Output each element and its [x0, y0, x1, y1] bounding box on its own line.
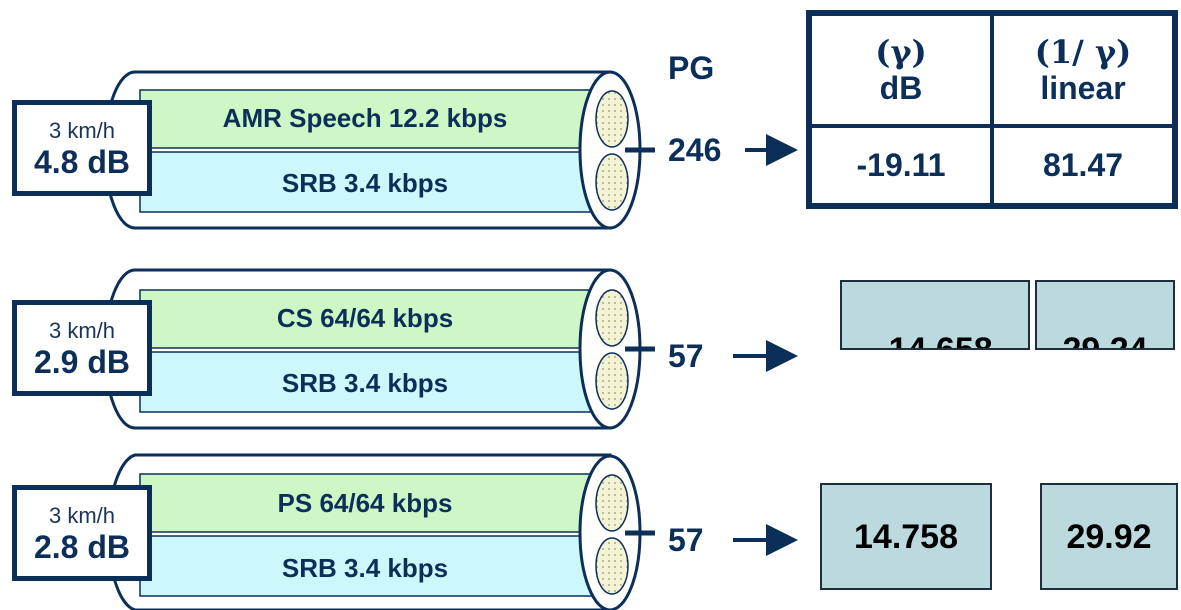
value-text: 14.758 [854, 518, 958, 556]
value-text: 29.92 [1066, 518, 1152, 556]
col-header-linear: (1/ γ) linear [990, 11, 1177, 128]
speed-box-amr: 3 km/h 4.8 dB [12, 100, 152, 196]
pipe-amr [103, 70, 798, 230]
srb-label: SRB 3.4 kbps [281, 168, 449, 198]
pg-value: 57 [668, 522, 704, 558]
ebno-value: 4.8 dB [33, 144, 131, 180]
pg-value: 246 [668, 132, 722, 168]
value-text: 29.24 [1062, 331, 1148, 350]
table-cell-linear: 81.47 [990, 124, 1177, 208]
pg-value: 57 [668, 338, 704, 374]
ebno-value: 2.8 dB [33, 529, 131, 565]
gamma-table: (γ) dB (1/ γ) linear -19.11 81.47 [806, 10, 1178, 209]
srb-label: SRB 3.4 kbps [281, 368, 449, 398]
value-box: 29.92 [1040, 483, 1178, 590]
speed-label: 3 km/h [48, 318, 116, 343]
speed-box-cs: 3 km/h 2.9 dB [12, 300, 152, 396]
speed-box-ps: 3 km/h 2.8 dB [12, 485, 152, 581]
value-box: -14.658 [840, 280, 1030, 350]
table-cell-db: -19.11 [807, 124, 994, 208]
srb-label: SRB 3.4 kbps [281, 553, 449, 583]
speed-label: 3 km/h [48, 503, 116, 528]
col-header-db: (γ) dB [807, 11, 994, 128]
value-box: 14.758 [820, 483, 992, 590]
value-box: 29.24 [1035, 280, 1175, 350]
value-text: -14.658 [877, 331, 993, 350]
service-label: CS 64/64 kbps [276, 303, 454, 333]
unit-label: dB [879, 70, 923, 106]
speed-label: 3 km/h [48, 118, 116, 143]
service-label: AMR Speech 12.2 kbps [222, 103, 508, 133]
pg-header: PG [668, 50, 715, 86]
unit-label: linear [1040, 70, 1126, 106]
inverse-gamma-symbol: (1/ γ) [1034, 33, 1132, 71]
service-label: PS 64/64 kbps [277, 488, 453, 518]
gamma-symbol: (γ) [875, 33, 927, 71]
ebno-value: 2.9 dB [33, 344, 131, 380]
